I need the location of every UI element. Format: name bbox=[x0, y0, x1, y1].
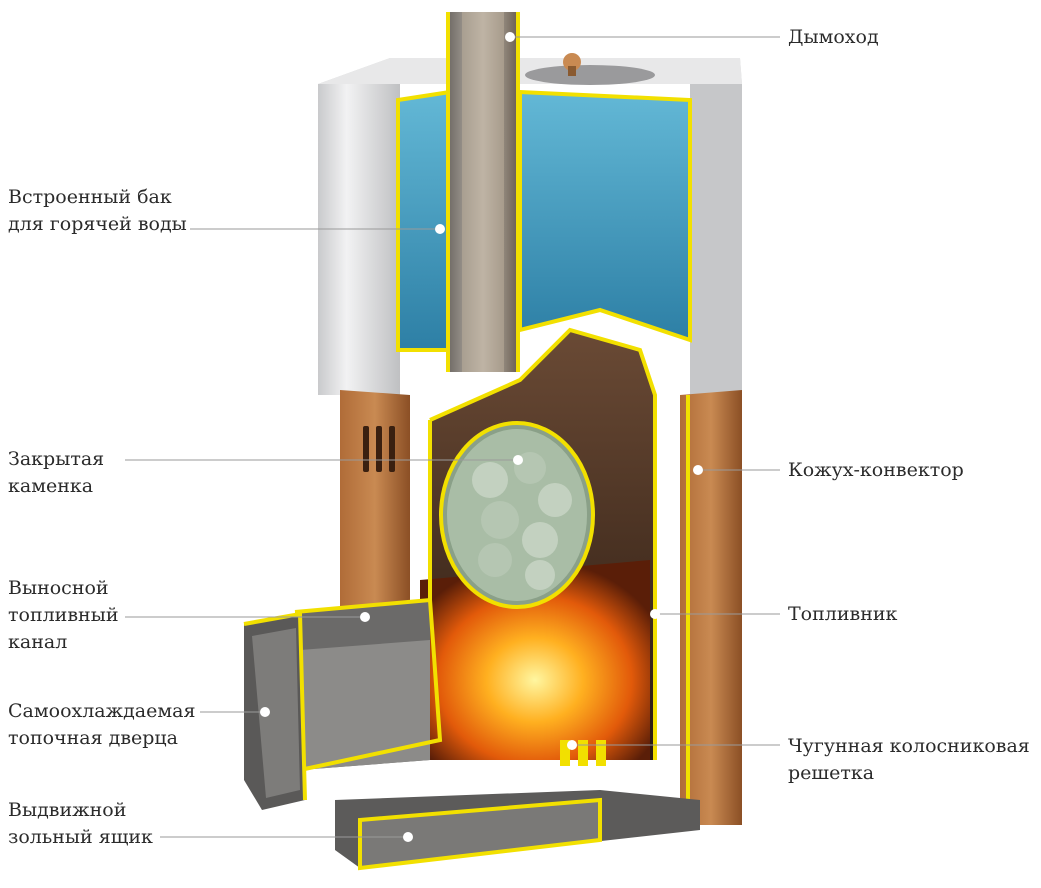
dot-heater bbox=[513, 455, 523, 465]
label-firebox: Топливник bbox=[788, 603, 898, 625]
label-closed-heater: Закрытая каменка bbox=[8, 448, 105, 497]
dot-casing bbox=[693, 465, 703, 475]
dot-firebox bbox=[650, 609, 660, 619]
label-cast-iron-grate: Чугунная колосниковая решетка bbox=[788, 735, 1030, 784]
label-ash-drawer: Выдвижной зольный ящик bbox=[8, 799, 153, 848]
label-water-tank: Встроенный бак для горячей воды bbox=[8, 186, 187, 235]
remote-fuel-channel bbox=[294, 597, 443, 772]
chimney-pipe bbox=[446, 12, 520, 372]
label-self-cooling-door: Самоохлаждаемая топочная дверца bbox=[8, 700, 196, 749]
label-casing-convector: Кожух-конвектор bbox=[788, 459, 964, 481]
water-tank-interior bbox=[396, 89, 692, 352]
dot-chimney bbox=[505, 32, 515, 42]
closed-stone-heater bbox=[439, 421, 595, 609]
leader-dots bbox=[260, 32, 703, 842]
dot-ash-drawer bbox=[403, 832, 413, 842]
tank-shell bbox=[318, 53, 742, 395]
leader-lines bbox=[125, 36, 780, 838]
ash-drawer bbox=[335, 790, 700, 871]
dot-fuel-channel bbox=[360, 612, 370, 622]
label-remote-fuel-channel: Выносной топливный канал bbox=[8, 577, 119, 653]
dot-water-tank bbox=[435, 224, 445, 234]
cast-iron-grate bbox=[560, 740, 606, 766]
dot-door bbox=[260, 707, 270, 717]
self-cooling-door bbox=[243, 611, 307, 810]
label-chimney: Дымоход bbox=[788, 26, 879, 48]
dot-grate bbox=[567, 740, 577, 750]
tank-lid-knob bbox=[563, 53, 581, 71]
